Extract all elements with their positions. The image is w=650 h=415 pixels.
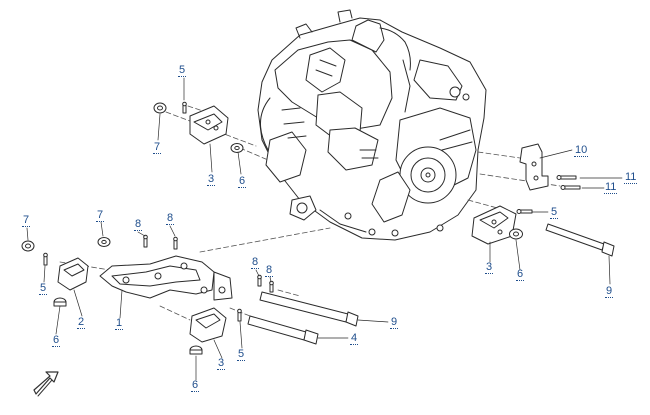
- callout-6-lower[interactable]: 6: [191, 379, 200, 392]
- callout-11-lower[interactable]: 11: [604, 181, 618, 194]
- callout-3-right[interactable]: 3: [485, 261, 494, 274]
- callout-10[interactable]: 10: [574, 144, 589, 157]
- bolt-right-small: [516, 209, 533, 214]
- nut-left: [21, 240, 35, 252]
- leader-lines: [26, 77, 623, 381]
- callout-8-d[interactable]: 8: [265, 264, 274, 277]
- bolts-right: [556, 175, 581, 190]
- callout-7-mid[interactable]: 7: [96, 209, 105, 222]
- callout-8-a[interactable]: 8: [134, 218, 143, 231]
- callout-8-b[interactable]: 8: [166, 212, 175, 225]
- callout-6-upper[interactable]: 6: [238, 175, 247, 188]
- engine-mount-left: [57, 257, 89, 291]
- callout-4[interactable]: 4: [350, 332, 359, 345]
- spacer-lower: [189, 345, 203, 355]
- washer-left: [97, 237, 111, 247]
- nut-right: [509, 228, 523, 240]
- callout-2[interactable]: 2: [77, 316, 86, 329]
- callout-5-left[interactable]: 5: [39, 282, 48, 295]
- callout-9-lower[interactable]: 9: [390, 316, 399, 329]
- bolts-frame-upper: [143, 234, 274, 293]
- long-bolt-9: [259, 291, 359, 327]
- bolt-upper-left: [182, 101, 187, 114]
- long-bolt-4: [247, 315, 319, 345]
- engine-mount-right: [471, 205, 517, 245]
- bracket-right: [519, 143, 549, 191]
- callout-5-upper[interactable]: 5: [178, 64, 187, 77]
- engine-mount-lower: [189, 307, 227, 343]
- callout-9-right[interactable]: 9: [605, 285, 614, 298]
- callout-7-left[interactable]: 7: [22, 214, 31, 227]
- callout-11-upper[interactable]: 11: [624, 171, 638, 184]
- callout-3-lower[interactable]: 3: [217, 357, 226, 370]
- callout-7-upper[interactable]: 7: [153, 141, 162, 154]
- front-direction-arrow-icon: [33, 371, 59, 397]
- engine-mount-upper-left: [189, 105, 229, 145]
- callout-8-c[interactable]: 8: [251, 256, 260, 269]
- callout-5-lower[interactable]: 5: [237, 348, 246, 361]
- bolt-left: [43, 252, 48, 266]
- callout-6-right[interactable]: 6: [516, 268, 525, 281]
- callout-5-right[interactable]: 5: [550, 206, 559, 219]
- washer-upper: [230, 143, 244, 153]
- nut-upper-left: [153, 102, 167, 114]
- callout-3-upper[interactable]: 3: [207, 173, 216, 186]
- callout-1[interactable]: 1: [115, 317, 124, 330]
- long-bolt-right: [545, 223, 615, 257]
- callout-6-left[interactable]: 6: [52, 334, 61, 347]
- spacer-left: [53, 297, 67, 307]
- bolt-lower: [237, 308, 242, 322]
- frame-bracket: [99, 255, 233, 301]
- engine-assembly: [257, 9, 487, 241]
